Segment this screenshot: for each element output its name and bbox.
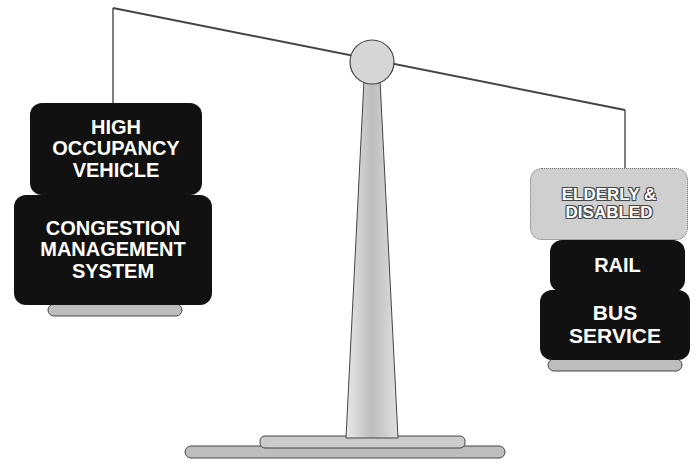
weight-block: ELDERLY & DISABLED [530,168,688,240]
scale-pan [48,304,182,316]
hanging-string [112,8,114,105]
weight-block: CONGESTION MANAGEMENT SYSTEM [14,195,212,305]
weight-block: BUS SERVICE [540,290,690,360]
block-label: CONGESTION MANAGEMENT SYSTEM [22,218,204,283]
block-label: HIGH OCCUPANCY VEHICLE [38,117,194,182]
hanging-string [624,110,626,170]
scale-pole [346,80,398,438]
weight-block: RAIL [550,240,685,292]
weight-block: HIGH OCCUPANCY VEHICLE [30,103,202,195]
scale-pivot [350,40,394,84]
block-label: BUS SERVICE [548,302,682,347]
block-label: RAIL [594,255,641,277]
block-label: ELDERLY & DISABLED [539,186,679,223]
scale-pan [548,359,682,371]
